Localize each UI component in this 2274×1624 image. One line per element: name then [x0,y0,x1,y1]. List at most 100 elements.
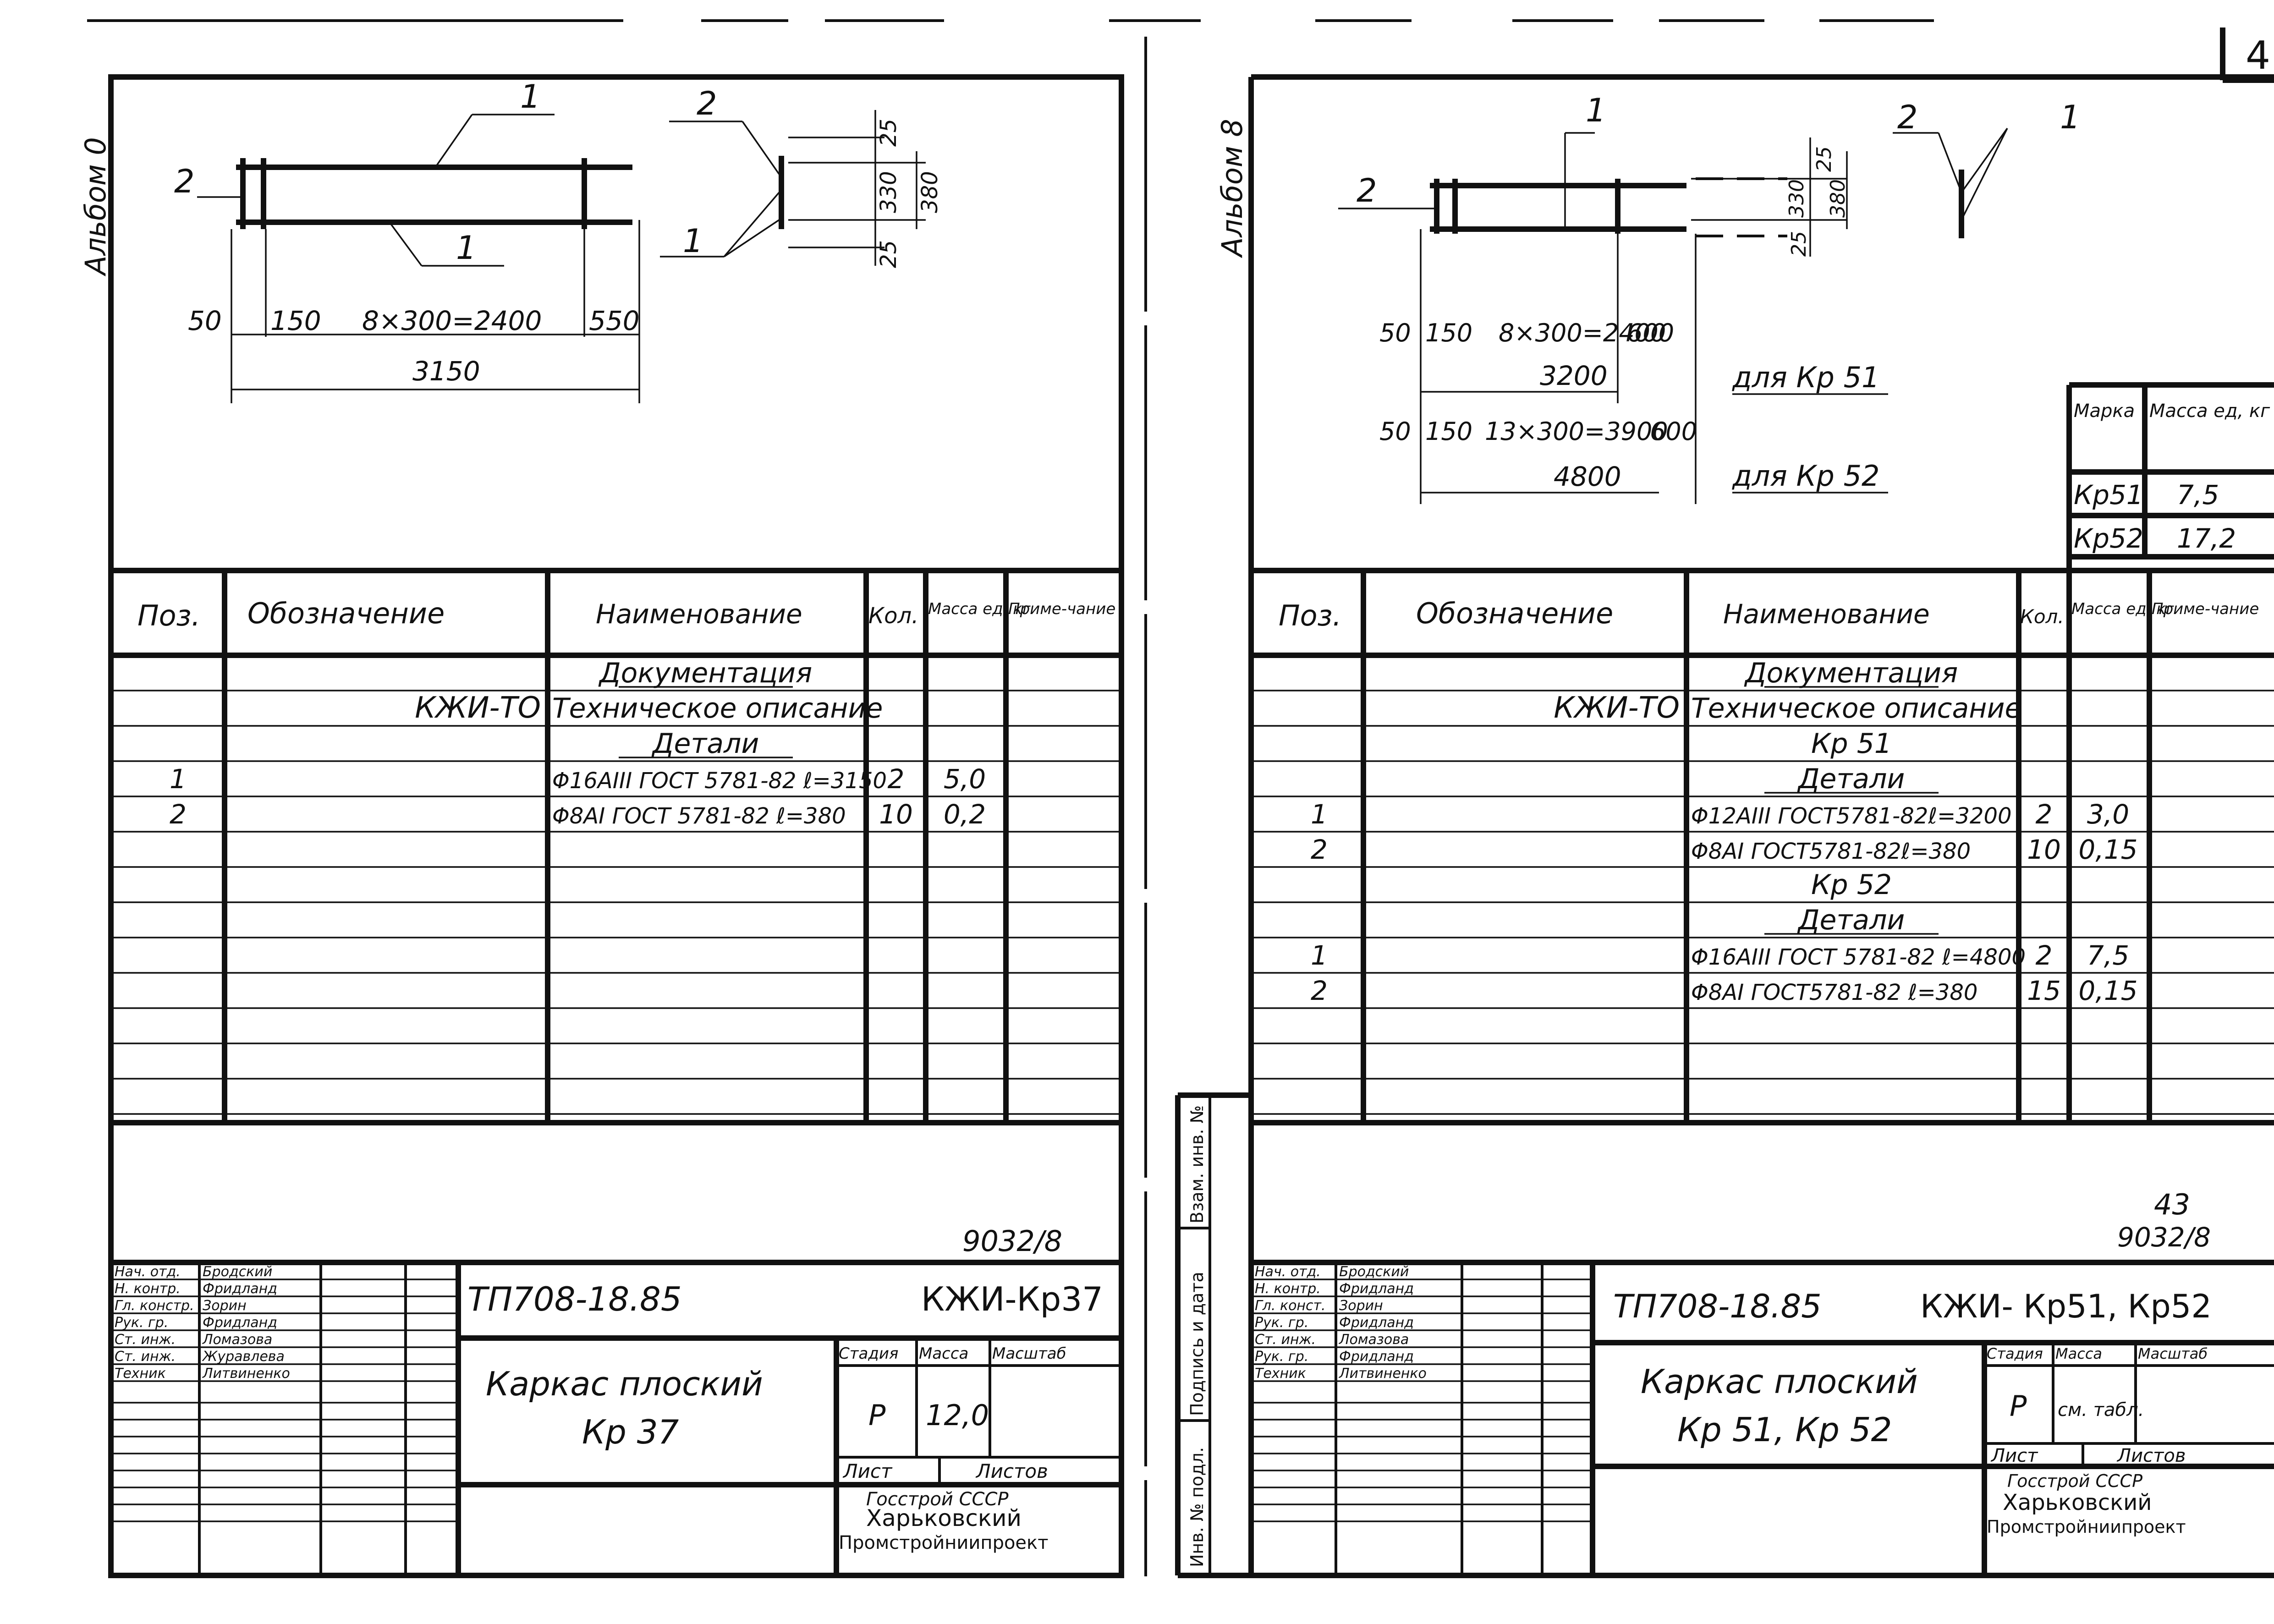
right-dim-150a: 150 [1425,318,1472,347]
right-mass: см. табл. [2058,1399,2144,1421]
left-title-line2: Кр 37 [582,1413,679,1451]
title-name: Литвиненко [202,1366,290,1382]
left-project: ТП708-18.85 [467,1280,682,1318]
table-cell-name: Техническое описание [552,692,883,724]
left-dim-150: 150 [270,305,321,336]
table-cell-name: Кр 52 [1811,869,1892,901]
right-org2: Харьковский [2003,1490,2152,1515]
right-stage-label: Стадия [1987,1345,2043,1362]
right-scale-label: Масштаб [2138,1345,2208,1362]
table-cell-name: Детали [651,728,759,760]
right-dim-150b: 150 [1425,417,1472,446]
title-role: Нач. отд. [1255,1264,1321,1280]
title-name: Фридланд [1339,1281,1414,1297]
right-dim-25: 25 [1813,146,1836,172]
title-name: Литвиненко [1339,1366,1427,1382]
right-callout-2: 2 [1357,172,1377,209]
title-role: Техник [1255,1366,1306,1382]
right-mass-row2-mass: 17,2 [2177,523,2236,554]
left-section-dim-25b: 25 [876,240,901,268]
title-name: Фридланд [1339,1349,1414,1365]
title-role: Нач. отд. [115,1264,181,1280]
right-sheet-label: Лист [1990,1445,2038,1466]
title-name: Ломазова [1339,1332,1409,1348]
left-mass: 12,0 [926,1399,989,1432]
left-title-block: ТП708-18.85 КЖИ-Кр37 Каркас плоский Кр 3… [111,1260,1121,1575]
right-stamp-orig-inv: Инв. № подл. [1187,1447,1207,1567]
table-cell-mass: 0,15 [2078,834,2137,865]
right-dim-50b: 50 [1379,417,1411,446]
right-callout-1b: 1 [2060,99,2081,136]
title-name: Фридланд [1339,1315,1414,1331]
table-cell-mass: 7,5 [2087,940,2129,971]
title-name: Фридланд [203,1315,277,1331]
right-stamp-signature-date: Подпись и дата [1187,1272,1207,1416]
right-dim-330: 330 [1785,179,1808,218]
table-cell-pos: 2 [170,799,187,830]
right-mass-row2-mark: Кр52 [2074,523,2143,554]
title-role: Гл. констр. [115,1298,194,1314]
title-name: Ломазова [202,1332,272,1348]
table-cell-name: Φ8AI ГОСТ 5781-82 ℓ=380 [552,803,846,829]
right-org1: Госстрой СССР [2007,1471,2142,1491]
right-label-51: для Кр 51 [1732,361,1879,394]
right-org3: Промстройниипроект [1987,1517,2186,1537]
right-code: КЖИ- Кр51, Кр52 [1920,1288,2212,1325]
right-sheet: Альбом 8 1 2 50 150 8×3 [1175,74,2274,1578]
right-sheet-no: 43 [2154,1188,2190,1221]
left-sheet: Альбом 0 1 2 1 50 150 8×300=24 [79,74,1124,1578]
left-sheets-label: Листов [975,1460,1048,1482]
left-frame-drawing: 1 2 1 50 150 8×300=2400 550 3150 2 1 25 … [174,78,943,403]
table-cell-qty: 2 [888,763,905,795]
right-inv-code: 9032/8 [2117,1222,2211,1253]
table-cell-mass: 3,0 [2087,799,2129,830]
right-mass-hdr-mark: Марка [2074,401,2135,422]
table-cell-pos: 1 [1311,799,1328,830]
table-cell-pos: 2 [1311,834,1328,865]
left-section-dim-330: 330 [876,171,901,213]
right-stamp-replace-inv: Взам. инв. № [1187,1105,1207,1223]
right-mass-row1-mass: 7,5 [2177,479,2219,510]
right-sheets-label: Листов [2116,1445,2186,1466]
left-code: КЖИ-Кр37 [921,1280,1103,1318]
left-callout-1-section: 1 [683,222,703,260]
table-cell-name: Документация [598,657,812,689]
right-title-block: ТП708-18.85 КЖИ- Кр51, Кр52 Каркас плоск… [1251,1260,2274,1575]
right-dim-50a: 50 [1379,318,1411,347]
right-label-52: для Кр 52 [1732,459,1879,493]
title-name: Журавлева [202,1349,285,1365]
right-dim-600a: 600 [1627,318,1674,347]
left-album-label: Альбом 0 [79,137,112,277]
table-cell-name: Φ12AIII ГОСТ5781-82ℓ=3200 [1691,803,2012,829]
left-section-dim-380: 380 [917,171,943,213]
right-mass-label: Масса [2055,1345,2102,1362]
table-cell-name: Документация [1744,657,1958,689]
left-section-dim-25a: 25 [876,119,901,147]
right-hdr-mass: Масса ед, кг [2071,600,2175,618]
left-dim-total: 3150 [412,356,480,387]
title-role: Рук. гр. [1255,1349,1308,1365]
right-hdr-name: Наименование [1723,598,1930,630]
table-cell-pos: 2 [1311,975,1328,1006]
title-role: Н. контр. [115,1281,181,1297]
right-hdr-note: Приме-чание [2152,600,2259,618]
right-hdr-pos: Поз. [1279,599,1341,632]
right-mass-row1-mark: Кр51 [2074,479,2143,510]
right-stage: Р [2010,1389,2027,1423]
table-cell-mass: 5,0 [944,763,986,795]
table-cell-name: Φ16AIII ГОСТ 5781-82 ℓ=4800 [1691,944,2026,970]
page-number-box: 4 [2220,27,2274,83]
table-cell-qty: 10 [879,799,913,830]
left-dim-spacing: 8×300=2400 [362,305,542,336]
right-dim-spacing-51: 8×300=2400 [1499,318,1666,347]
left-mass-label: Масса [919,1344,968,1363]
right-mass-hdr-mass: Масса ед, кг [2149,401,2270,422]
table-cell-name: Кр 51 [1811,728,1892,760]
left-spec-table: Поз. Обозначение Наименование Кол. Масса… [111,568,1121,1125]
table-cell-designation: КЖИ-ТО [415,691,541,725]
left-dim-550: 550 [589,305,640,336]
title-name: Фридланд [203,1281,277,1297]
title-role: Ст. инж. [115,1349,176,1365]
left-hdr-name: Наименование [596,598,802,630]
